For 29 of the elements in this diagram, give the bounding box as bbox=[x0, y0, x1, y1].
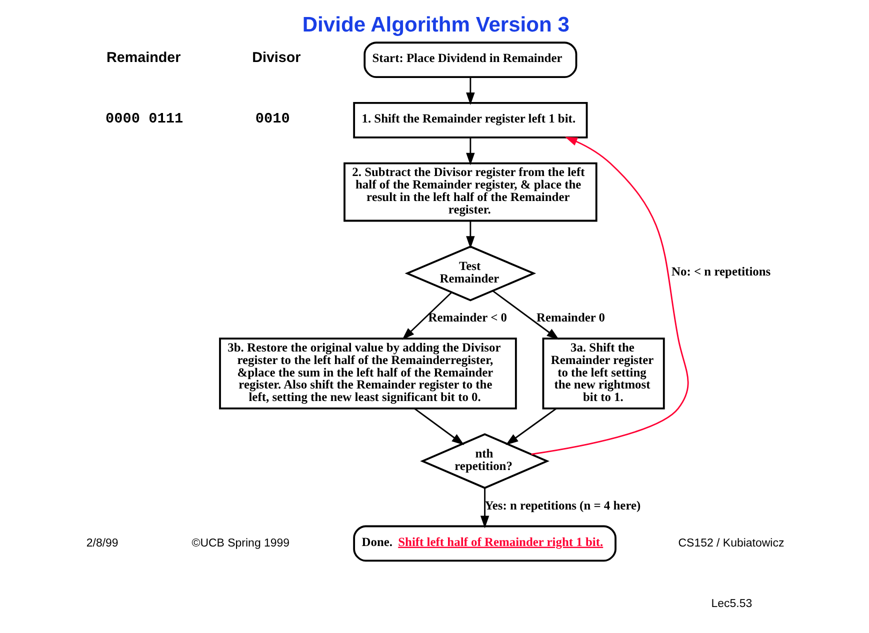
node-box: 1. Shift the Remainder register left 1 bit. bbox=[352, 102, 588, 138]
arrow bbox=[466, 138, 474, 166]
label: ©UCB Spring 1999 bbox=[191, 537, 290, 550]
label: CS152 / Kubiatowicz bbox=[678, 537, 784, 550]
arrow bbox=[492, 290, 559, 340]
label: Lec5.53 bbox=[710, 598, 752, 610]
label: Divisor bbox=[252, 50, 300, 66]
arrow bbox=[402, 292, 452, 340]
edge-label: Remainder < 0 bbox=[428, 310, 507, 325]
edge-label: Yes: n repetitions (n = 4 here) bbox=[484, 498, 640, 512]
label: 0000 0111 bbox=[105, 112, 183, 128]
arrow bbox=[530, 136, 688, 455]
edge-label: No: < n repetitions bbox=[671, 264, 770, 279]
node-diamond: Test Remainder bbox=[404, 246, 536, 302]
diagram-title: Divide Algorithm Version 3 bbox=[302, 14, 569, 37]
label: 0010 bbox=[254, 112, 290, 128]
arrow bbox=[505, 408, 556, 446]
arrow bbox=[466, 220, 474, 249]
node-box: 3a. Shift the Remainder register to the left setting the new rightmost bit to 1. bbox=[542, 338, 664, 410]
arrow bbox=[466, 77, 474, 105]
label: 2/8/99 bbox=[86, 537, 118, 550]
arrow bbox=[480, 488, 489, 528]
label: Remainder bbox=[106, 50, 180, 66]
node-box: Done. Shift left half of Remainder right 1 bit. bbox=[352, 525, 616, 562]
arrow bbox=[414, 408, 464, 446]
node-box: 2. Subtract the Divisor register from the left half of the Remainder register, & place the result in the left half of the Remainder register. bbox=[343, 162, 597, 222]
node-box: Start: Place Dividend in Remainder bbox=[363, 42, 577, 78]
edge-label: Remainder 0 bbox=[536, 310, 605, 325]
node-box: 3b. Restore the original value by adding the Divisor register to the left half of the Remainderregister, &place the sum in the left half of the Remainder register. Also shift the Remainder register to the left, setting the new least significant bit to 0. bbox=[218, 338, 516, 410]
